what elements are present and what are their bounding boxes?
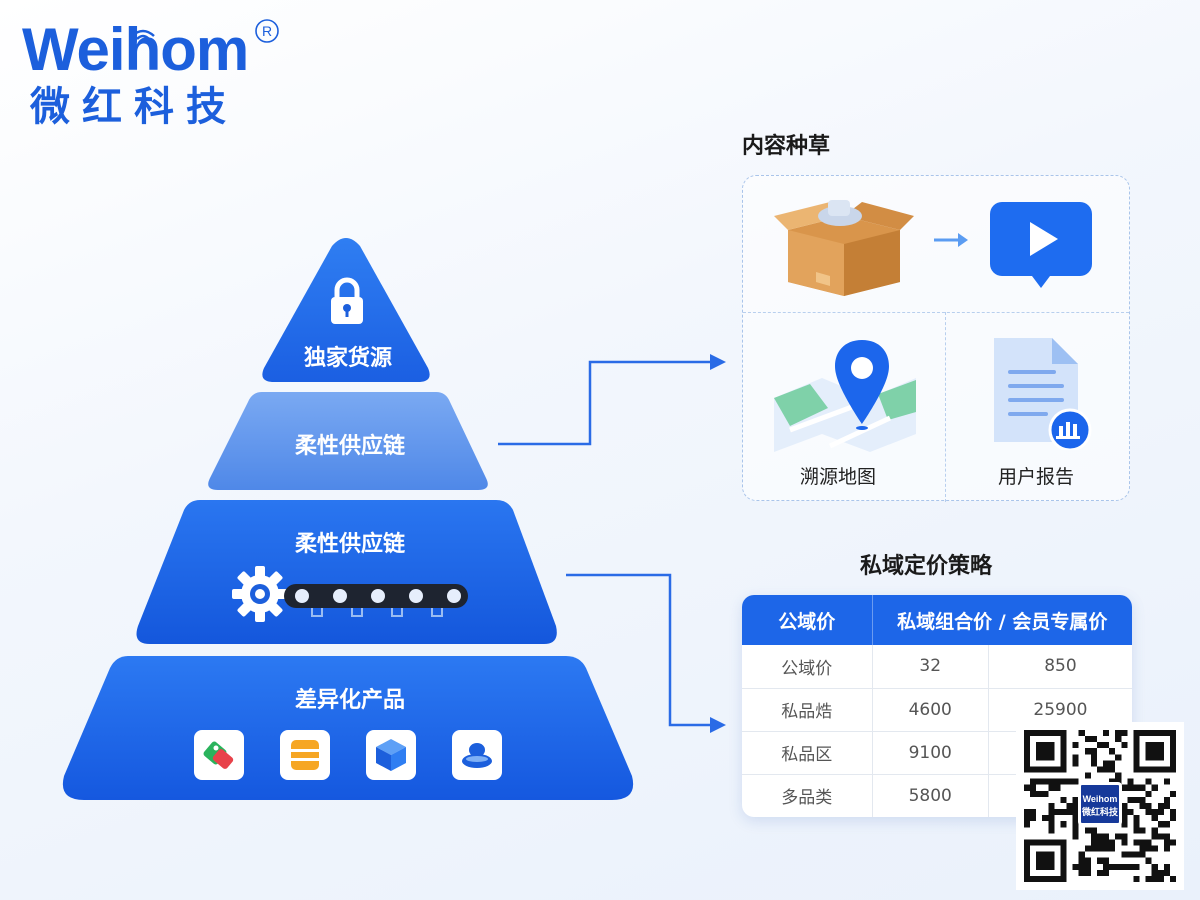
video-play-icon <box>990 202 1092 288</box>
lock-icon <box>331 277 363 324</box>
qr-code-pattern <box>1024 730 1176 882</box>
qr-code: Weihom 微红科技 <box>1016 722 1184 890</box>
wifi-signal-icon <box>131 29 155 40</box>
table-cell: 850 <box>988 645 1132 689</box>
registered-letter: R <box>262 23 272 39</box>
table-cell: 32 <box>872 645 989 689</box>
tag-icon <box>194 730 244 780</box>
arrow-right-icon <box>934 233 968 247</box>
tier-1-label: 独家货源 <box>303 346 392 371</box>
logo-brand-en: Weihom <box>22 16 249 83</box>
tier-3-label: 柔性供应链 <box>294 532 405 557</box>
pricing-header-private: 私域组合价 / 会员专属价 <box>872 595 1132 645</box>
content-box-divider-v <box>945 312 946 502</box>
table-row: 多品类 5800 <box>742 774 1132 817</box>
table-cell: 9100 <box>872 731 989 775</box>
table-cell: 多品类 <box>742 774 873 817</box>
cube-icon <box>366 730 416 780</box>
table-cell: 私品焅 <box>742 688 873 732</box>
pricing-table: 公域价 私域组合价 / 会员专属价 公域价 32 850 私品焅 4600 25… <box>742 595 1132 817</box>
pricing-section-title: 私域定价策略 <box>860 554 993 579</box>
content-section-title: 内容种草 <box>742 134 831 159</box>
brand-logo: Weihom R 微红科技 <box>22 16 292 130</box>
content-box-divider-h <box>743 312 1129 313</box>
document-report-icon <box>994 338 1092 450</box>
registered-mark-icon: R <box>255 19 279 43</box>
gear-conveyor-icon <box>232 566 468 622</box>
tier-4-label: 差异化产品 <box>294 688 405 713</box>
bowl-icon <box>452 730 502 780</box>
map-pin-icon <box>774 340 916 452</box>
barrel-icon <box>280 730 330 780</box>
tier-2-label: 柔性供应链 <box>294 434 405 459</box>
qr-logo-badge: Weihom 微红科技 <box>1078 782 1122 826</box>
pyramid-tier-2 <box>208 392 488 490</box>
logo-brand-cn: 微红科技 <box>30 84 238 130</box>
qr-badge-cn: 微红科技 <box>1081 807 1118 817</box>
package-box-icon <box>774 200 914 296</box>
table-cell: 公域价 <box>742 645 873 689</box>
qr-badge-en: Weihom <box>1082 794 1118 804</box>
table-cell: 4600 <box>872 688 989 732</box>
table-cell: 5800 <box>872 774 989 817</box>
table-cell: 私品区 <box>742 731 873 775</box>
map-label: 溯源地图 <box>800 466 877 488</box>
table-row: 公域价 32 850 <box>742 645 1132 689</box>
report-label: 用户报告 <box>998 466 1075 488</box>
pricing-header-public: 公域价 <box>742 595 873 645</box>
